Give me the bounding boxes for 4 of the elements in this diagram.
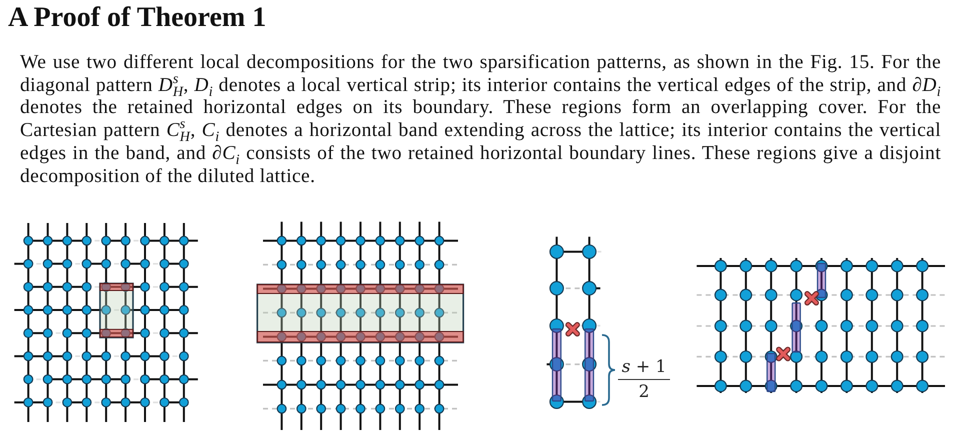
fraction-numerator: s + 1	[618, 356, 670, 380]
fraction-denominator: 2	[638, 381, 650, 403]
section-heading: A Proof of Theorem 1	[8, 2, 266, 34]
body-paragraph: We use two different local decompositions for the two sparsification patterns, as shown in the Fig. 15. For the diagonal pattern D$^{s}$$_{H}$, D$_{i}$ denotes a local vertical strip; its interior contains the vertical edges of the strip, and ∂D$_{i}$ denotes the retained horizontal edges on its boundary. These regions form an overlapping cover. For the Cartesian pattern C$^{s}$$_{H}$, C$_{i}$ denotes a horizontal band extending across the lattice; its interior contains the vertical edges in the band, and ∂C$_{i}$ consists of the two retained horizontal boundary lines. These regions give a disjoint decomposition of the diluted lattice.	[20, 52, 941, 188]
